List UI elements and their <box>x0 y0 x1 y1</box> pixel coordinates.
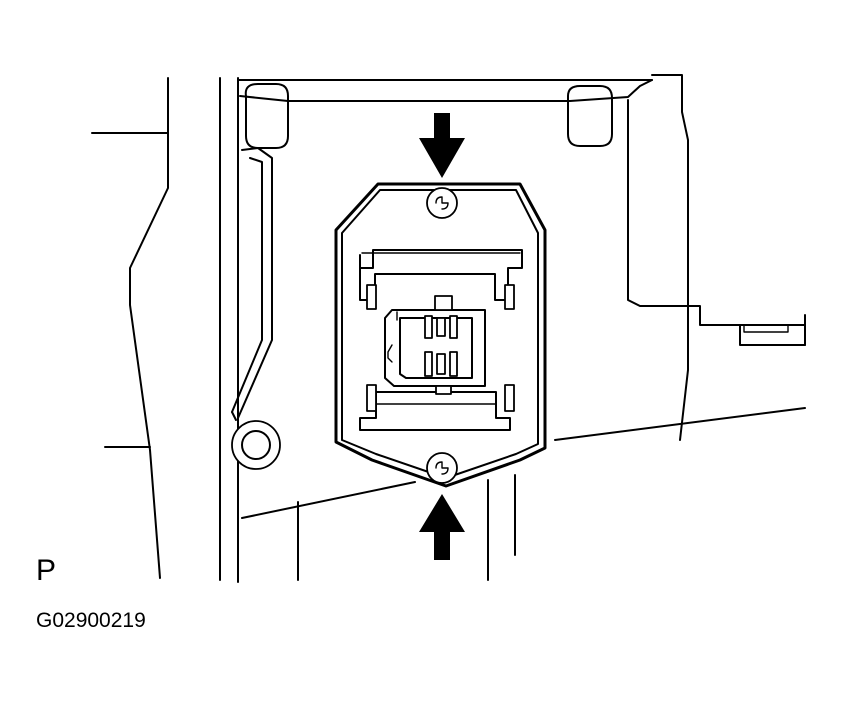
view-letter-label: P <box>36 554 57 587</box>
vertical-rib <box>231 147 273 421</box>
arrow-down-icon <box>419 113 465 178</box>
left-body-panel <box>91 77 221 581</box>
lower-screw <box>426 452 458 484</box>
mounting-bosses <box>244 83 613 149</box>
round-boss <box>231 420 281 470</box>
housing-frame <box>237 74 806 583</box>
blower-resistor <box>334 182 547 488</box>
figure-code-label: G02900219 <box>36 609 146 632</box>
upper-screw <box>426 187 458 219</box>
arrow-up-icon <box>419 494 465 560</box>
